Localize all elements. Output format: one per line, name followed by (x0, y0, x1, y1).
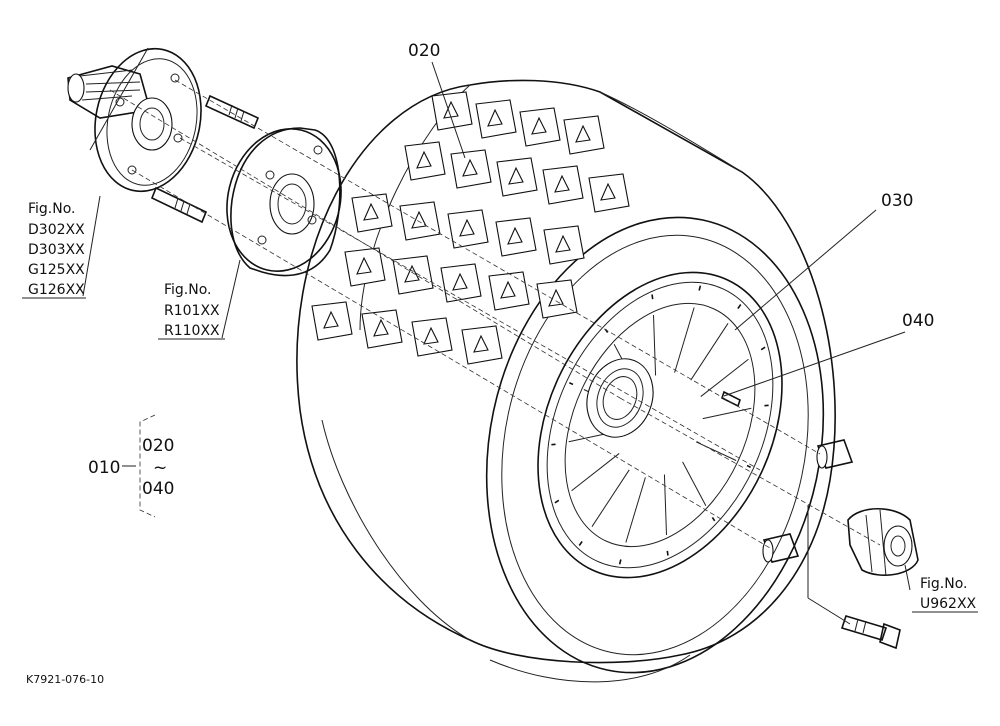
center-lines (109, 79, 881, 625)
tread-triangle (555, 234, 571, 253)
axle-shaft (67, 47, 202, 193)
wheel-spoke (696, 441, 737, 461)
svg-text:Fig.No.: Fig.No. (28, 201, 76, 217)
tread-triangle (548, 288, 564, 307)
range-end: 040 (142, 479, 174, 499)
callout-020: 020 (408, 41, 440, 61)
svg-text:Fig.No.: Fig.No. (164, 282, 212, 298)
wheel-spoke (682, 461, 707, 506)
wheel-spoke (674, 307, 695, 373)
tread-triangle (452, 272, 468, 291)
tread-triangle (363, 202, 379, 221)
svg-text:U962XX: U962XX (920, 596, 977, 612)
tread-triangle (531, 116, 547, 135)
svg-text:G126XX: G126XX (28, 282, 85, 298)
tire-tread (311, 91, 630, 365)
range-start: 020 (142, 436, 174, 456)
stud-bolts (150, 94, 260, 224)
bolt (840, 615, 901, 650)
rim-slot (698, 285, 702, 291)
fig-ref-axle: Fig.No. D302XX D303XX G125XX G126XX (22, 201, 86, 299)
tread-triangle (500, 280, 516, 299)
wheel-spoke (625, 477, 646, 543)
rim-slot (651, 294, 654, 300)
rim-slot (666, 550, 669, 556)
tread-triangle (600, 182, 616, 201)
callout-030: 030 (881, 191, 913, 211)
tread-triangle (411, 210, 427, 229)
hub-disc (226, 127, 342, 277)
wheel-spoke (653, 314, 657, 376)
tread-triangle (416, 150, 432, 169)
callout-010: 010 (88, 458, 120, 478)
tread-triangle (487, 108, 503, 127)
tread-triangle (356, 256, 372, 275)
wheel-spoke (571, 453, 620, 492)
svg-text:R110XX: R110XX (164, 323, 220, 339)
svg-text:R101XX: R101XX (164, 303, 220, 319)
wheel-spoke (591, 469, 630, 527)
range-tilde: ~ (153, 458, 167, 478)
tire (296, 79, 836, 683)
wheel-spoke (690, 323, 729, 381)
rim-slot (618, 559, 622, 565)
wheel-spoke (663, 474, 667, 536)
tread-triangle (404, 264, 420, 283)
center-nut-cap (847, 508, 919, 577)
rim-slot (554, 499, 560, 504)
svg-text:D303XX: D303XX (28, 242, 85, 258)
tread-triangle (473, 334, 489, 353)
fig-ref-nut: Fig.No. U962XX (912, 576, 978, 613)
lug-nuts (762, 439, 854, 563)
tread-triangle (459, 218, 475, 237)
rim-slot (578, 540, 583, 546)
svg-text:G125XX: G125XX (28, 262, 85, 278)
tread-triangle (373, 318, 389, 337)
svg-text:D302XX: D302XX (28, 222, 85, 238)
tread-triangle (508, 166, 524, 185)
tread-triangle (323, 310, 339, 329)
tread-triangle (507, 226, 523, 245)
assembly-bracket: 010 020 ~ 040 (88, 414, 174, 518)
wheel-spoke (702, 407, 752, 420)
svg-text:Fig.No.: Fig.No. (920, 576, 968, 592)
rim-slot (711, 516, 716, 522)
tread-triangle (575, 124, 591, 143)
callout-040: 040 (902, 311, 934, 331)
rim-slot (746, 464, 751, 468)
rim-slot (569, 382, 574, 386)
drawing-number: K7921-076-10 (26, 673, 104, 686)
rim-slot (760, 346, 766, 351)
wheel-spoke (700, 358, 749, 397)
tread-triangle (423, 326, 439, 345)
tread-triangle (462, 158, 478, 177)
fig-ref-hub: Fig.No. R101XX R110XX (158, 282, 225, 340)
wheel-spokes (551, 285, 769, 565)
rim-slot (737, 304, 742, 310)
leader-lines (82, 61, 911, 591)
tread-triangle (554, 174, 570, 193)
